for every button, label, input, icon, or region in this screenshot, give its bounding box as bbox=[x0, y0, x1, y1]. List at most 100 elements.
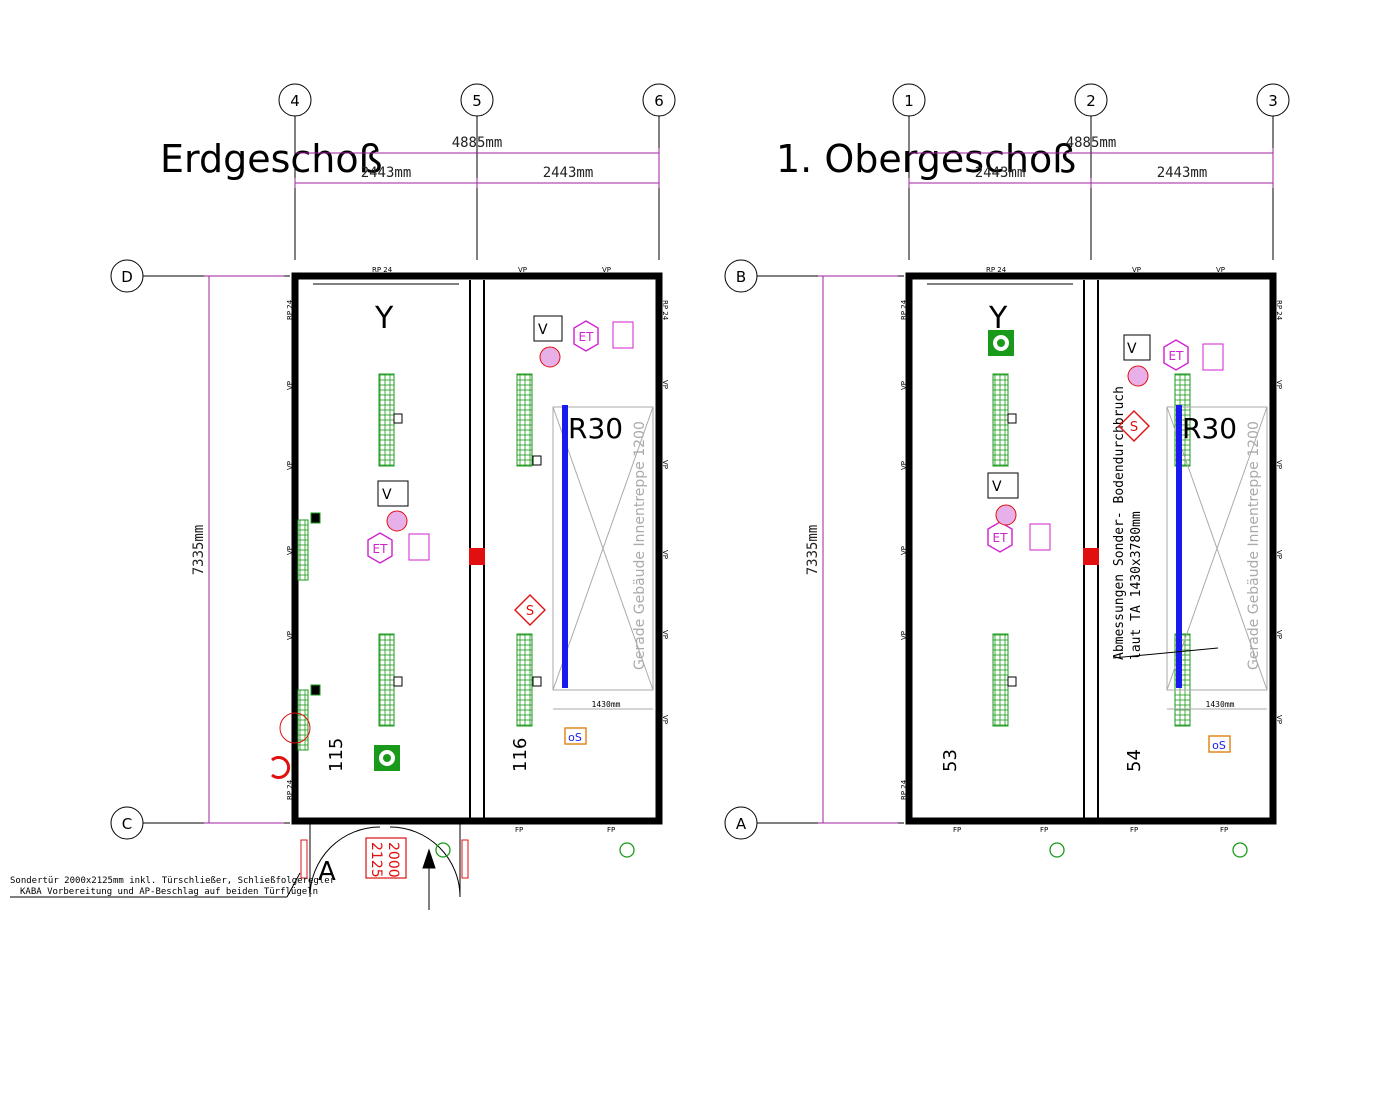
svg-text:VP: VP bbox=[1275, 630, 1283, 639]
dim-half-width-left: 2443mm bbox=[975, 165, 1026, 181]
stair-width: 1430mm bbox=[592, 700, 621, 709]
v-symbol: V bbox=[382, 487, 392, 503]
svg-text:FP: FP bbox=[1130, 826, 1138, 834]
dim-half-width-left: 2443mm bbox=[361, 165, 412, 181]
emergency-light bbox=[988, 330, 1014, 356]
wall-panel-labels: RP 24 VP VP RP 24 VP VP VP VP RP 24 RP 2… bbox=[286, 266, 669, 834]
os-symbol: oS bbox=[564, 727, 587, 745]
svg-text:RP 24: RP 24 bbox=[900, 299, 908, 320]
room-number-53: 53 bbox=[940, 749, 961, 772]
svg-text:RP 24: RP 24 bbox=[661, 300, 669, 321]
floor-opening-note-line1: Abmessungen Sonder- Bodendurchbruch bbox=[1112, 386, 1127, 660]
svg-text:VP: VP bbox=[661, 550, 669, 559]
axis-markers-top bbox=[278, 83, 676, 260]
axis-label-a: A bbox=[736, 815, 747, 833]
svg-text:VP: VP bbox=[1275, 460, 1283, 469]
wall-panel-labels: RP 24 VP VP RP 24 VP VP VP VP RP 24 RP 2… bbox=[900, 266, 1283, 834]
svg-text:ET: ET bbox=[993, 531, 1009, 545]
ground-floor-plan: Erdgeschoß 4 5 6 D C bbox=[10, 83, 676, 910]
svg-text:RP 24: RP 24 bbox=[372, 266, 393, 274]
staircase-opening bbox=[552, 405, 654, 710]
entrance-label: A bbox=[318, 857, 336, 887]
svg-text:VP: VP bbox=[661, 380, 669, 389]
axis-label-5: 5 bbox=[472, 92, 482, 110]
entrance-door bbox=[309, 823, 461, 910]
svg-text:VP: VP bbox=[661, 715, 669, 724]
svg-text:2000: 2000 bbox=[385, 842, 401, 878]
floor-opening-note-line2: laut TA 1430x3780mm bbox=[1129, 511, 1144, 660]
fire-damper bbox=[469, 548, 485, 565]
stair-label: Gerade Gebäude Innentreppe 1200 bbox=[632, 421, 648, 670]
door-note-line2: KABA Vorbereitung und AP-Beschlag auf be… bbox=[20, 887, 318, 897]
svg-text:S: S bbox=[1130, 420, 1138, 435]
svg-text:FP: FP bbox=[1040, 826, 1048, 834]
stair-label: Gerade Gebäude Innentreppe 1200 bbox=[1246, 421, 1262, 670]
fire-damper bbox=[1083, 548, 1099, 565]
door-markers bbox=[300, 839, 469, 879]
axis-markers-top bbox=[892, 83, 1290, 260]
room-number-116: 116 bbox=[510, 738, 531, 772]
axis-label-1: 1 bbox=[904, 92, 914, 110]
dim-half-width-right: 2443mm bbox=[543, 165, 594, 181]
stair-rating: R30 bbox=[1182, 412, 1237, 445]
v-symbol: V bbox=[992, 479, 1002, 495]
distribution-boxes bbox=[987, 334, 1224, 551]
symbol-y: Y bbox=[374, 301, 394, 336]
outdoor-lights bbox=[435, 842, 635, 858]
svg-text:ET: ET bbox=[579, 330, 595, 344]
svg-text:RP 24: RP 24 bbox=[1275, 300, 1283, 321]
emergency-light bbox=[374, 745, 400, 771]
svg-text:oS: oS bbox=[1212, 739, 1226, 752]
axis-label-2: 2 bbox=[1086, 92, 1096, 110]
dim-depth: 7335mm bbox=[805, 525, 821, 576]
svg-text:VP: VP bbox=[661, 630, 669, 639]
svg-text:VP: VP bbox=[900, 381, 908, 390]
axis-label-3: 3 bbox=[1268, 92, 1278, 110]
svg-text:VP: VP bbox=[661, 460, 669, 469]
dim-total-width: 4885mm bbox=[452, 135, 503, 151]
axis-label-b: B bbox=[736, 268, 746, 286]
svg-text:VP: VP bbox=[900, 631, 908, 640]
v-symbol: V bbox=[538, 322, 548, 338]
v-symbol: V bbox=[1127, 341, 1137, 357]
room-number-115: 115 bbox=[326, 738, 347, 772]
stair-width: 1430mm bbox=[1206, 700, 1235, 709]
symbol-y: Y bbox=[988, 301, 1008, 336]
svg-text:oS: oS bbox=[568, 731, 582, 744]
dimension-lines bbox=[204, 148, 660, 824]
dim-depth: 7335mm bbox=[191, 525, 207, 576]
svg-text:RP 24: RP 24 bbox=[900, 779, 908, 800]
room-number-54: 54 bbox=[1124, 749, 1145, 772]
svg-text:VP: VP bbox=[286, 461, 294, 470]
svg-text:S: S bbox=[526, 604, 534, 619]
svg-text:ET: ET bbox=[373, 542, 389, 556]
os-symbol: oS bbox=[1208, 735, 1231, 753]
axis-label-4: 4 bbox=[290, 92, 300, 110]
marker-circle bbox=[279, 712, 311, 744]
svg-text:VP: VP bbox=[900, 461, 908, 470]
door-note-line1: Sondertür 2000x2125mm inkl. Türschließer… bbox=[10, 876, 336, 886]
door-dimensions: 2000 2125 bbox=[365, 837, 407, 879]
svg-text:FP: FP bbox=[953, 826, 961, 834]
dimension-lines bbox=[818, 148, 1274, 824]
staircase-opening bbox=[1112, 405, 1268, 710]
smoke-detector-symbol: S bbox=[1118, 410, 1150, 442]
ground-floor-title: Erdgeschoß bbox=[160, 137, 383, 181]
svg-text:FP: FP bbox=[1220, 826, 1228, 834]
ceiling-lights bbox=[378, 373, 542, 727]
axis-label-c: C bbox=[122, 815, 132, 833]
svg-text:VP: VP bbox=[1275, 715, 1283, 724]
svg-text:VP: VP bbox=[1275, 550, 1283, 559]
svg-text:RP 24: RP 24 bbox=[286, 299, 294, 320]
radiators bbox=[297, 512, 321, 751]
svg-text:FP: FP bbox=[515, 826, 523, 834]
et-symbol: ET ET bbox=[367, 320, 599, 564]
outdoor-lights bbox=[1049, 842, 1248, 858]
svg-text:VP: VP bbox=[1132, 266, 1141, 274]
svg-text:VP: VP bbox=[286, 546, 294, 555]
axis-label-6: 6 bbox=[654, 92, 664, 110]
fire-extinguisher-mark bbox=[271, 756, 291, 779]
stair-rating: R30 bbox=[568, 412, 623, 445]
first-floor-title: 1. Obergeschoß bbox=[776, 137, 1076, 181]
